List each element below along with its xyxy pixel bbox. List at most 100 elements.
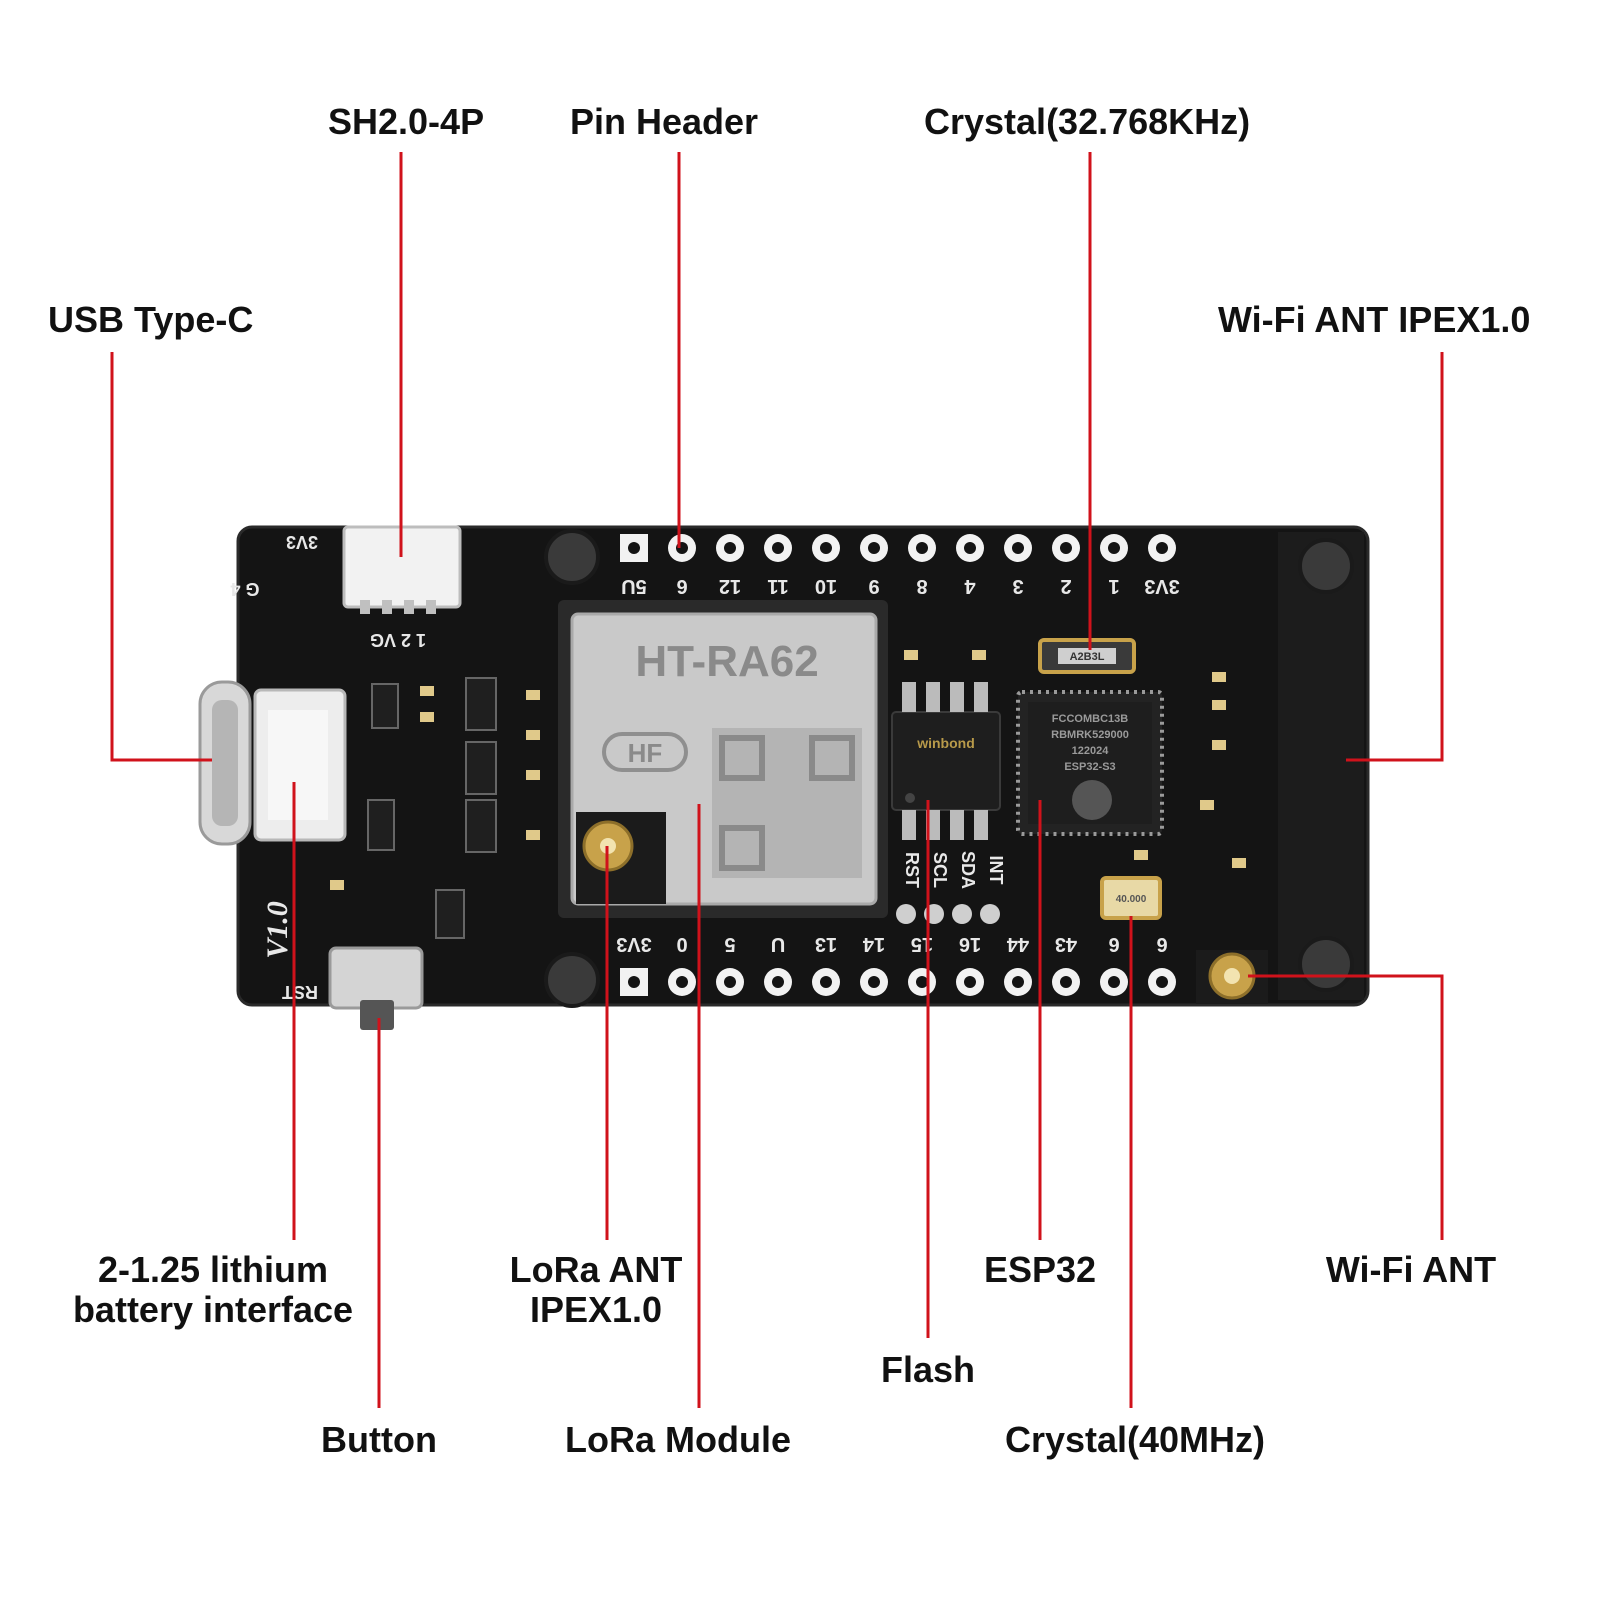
pin-bottom-hole (724, 976, 736, 988)
label-pin-header: Pin Header (570, 101, 759, 142)
pin-labels-top: 5U 6 12 11 10 9 8 4 3 2 1 3V3 (621, 575, 1180, 597)
esp-chip-line4: ESP32-S3 (1064, 761, 1115, 773)
pin-label: 11 (767, 575, 788, 597)
smd-parts (330, 650, 1246, 939)
i2c-label: SDA (958, 851, 978, 889)
pin-label: 15 (911, 933, 933, 955)
pin-label: 44 (1006, 933, 1029, 955)
pin-label: 5U (621, 575, 647, 597)
qr-code (712, 728, 862, 878)
crystal-small-text: A2B3L (1070, 651, 1105, 663)
i2c-pad (896, 904, 916, 924)
crystal-40-text: 40.000 (1116, 894, 1147, 905)
pin-label: 12 (719, 575, 741, 597)
pin-label: 3 (1012, 575, 1023, 597)
pin-top-hole (868, 542, 880, 554)
label-lora-module: LoRa Module (565, 1419, 791, 1460)
flash-chip (891, 711, 1001, 811)
label-usb-c: USB Type-C (48, 299, 254, 340)
pin-bottom-hole (1108, 976, 1120, 988)
pin-bottom-hole (1012, 976, 1024, 988)
pin-label: 43 (1055, 933, 1077, 955)
pin-label: 0 (676, 933, 687, 955)
pin-top-hole (820, 542, 832, 554)
pin-label: 3V3 (616, 933, 652, 955)
pin-label: 8 (916, 575, 927, 597)
rst-silk: RST (282, 982, 318, 1002)
silk-3v3: 3V3 (286, 532, 318, 552)
pin-top-hole (964, 542, 976, 554)
pin-bottom-hole (1060, 976, 1072, 988)
leader-usb-c (110, 352, 212, 762)
pin-label: 6 (1156, 933, 1167, 955)
pin-label: 13 (815, 933, 837, 955)
pin-label: 10 (815, 575, 837, 597)
pin-bottom-hole (820, 976, 832, 988)
pin-header-top (620, 534, 1176, 562)
pin-label: 2 (1060, 575, 1071, 597)
pin-label: 3V3 (1144, 575, 1180, 597)
pin-bottom-hole (1156, 976, 1168, 988)
pin-bottom-hole (628, 976, 640, 988)
pcb-board (198, 525, 1370, 1030)
pin-bottom-hole (868, 976, 880, 988)
pin-top-hole (916, 542, 928, 554)
leader-wifi-ant (1248, 974, 1444, 1240)
label-button: Button (321, 1419, 437, 1460)
i2c-pad (952, 904, 972, 924)
pin-label: 16 (959, 933, 981, 955)
pin-label: 4 (964, 575, 976, 597)
label-battery: 2-1.25 lithium battery interface (68, 1249, 358, 1331)
esp-chip-line2: RBMRK529000 (1051, 729, 1129, 741)
pin-top-hole (772, 542, 784, 554)
pin-label: 6 (676, 575, 687, 597)
esp-chip-line3: 122024 (1072, 745, 1110, 757)
pin-bottom-hole (964, 976, 976, 988)
silk-12vg: 1 2 VG (370, 630, 426, 650)
esp-chip-line1: FCCOMBC13B (1052, 713, 1128, 725)
pin-bottom-hole (916, 976, 928, 988)
pin-top-hole (724, 542, 736, 554)
i2c-label: RST (902, 852, 922, 888)
board-version: V1.0 (261, 901, 294, 959)
lora-chip-badge: HF (628, 738, 663, 768)
pin-label: 5 (724, 933, 735, 955)
label-battery-line1: 2-1.25 lithium (97, 1249, 329, 1290)
i2c-pad (980, 904, 1000, 924)
pin-label: 6 (1108, 933, 1119, 955)
pin-top-hole (1060, 542, 1072, 554)
label-crystal-32k: Crystal(32.768KHz) (924, 101, 1251, 142)
pin-label: U (771, 933, 785, 955)
leader-lines (110, 152, 1444, 1408)
i2c-label: INT (986, 856, 1006, 885)
pin-labels-bottom: 3V3 0 5 U 13 14 15 16 44 43 6 6 (616, 933, 1167, 955)
pin-bottom-hole (772, 976, 784, 988)
i2c-label: SCL (930, 852, 950, 888)
label-crystal-40m: Crystal(40MHz) (1004, 1419, 1266, 1460)
rst-button (328, 946, 424, 1010)
label-lora-ant-line1: LoRa ANT (509, 1249, 683, 1290)
flash-chip-text: winbond (916, 735, 975, 751)
silk-g4: G 4 (230, 579, 259, 599)
pin-label: 14 (862, 933, 885, 955)
pin-top-hole (628, 542, 640, 554)
label-wifi-ipex: Wi-Fi ANT IPEX1.0 (1218, 299, 1531, 340)
pin-label: 1 (1108, 575, 1119, 597)
label-lora-ant: LoRa ANT IPEX1.0 (496, 1249, 696, 1331)
pin-bottom-hole (676, 976, 688, 988)
label-battery-line2: battery interface (72, 1289, 354, 1331)
pin-label: 9 (868, 575, 879, 597)
pin-top-hole (1156, 542, 1168, 554)
pin-header-bottom (620, 968, 1176, 996)
board-texts: HT-RA62 HF winbond FCCOMBC13B RBMRK52900… (230, 532, 1146, 1002)
label-esp32: ESP32 (983, 1249, 1097, 1290)
pin-top-hole (1012, 542, 1024, 554)
antenna-area (1278, 532, 1364, 1000)
label-wifi-ant: Wi-Fi ANT (1325, 1249, 1497, 1290)
pin-top-hole (1108, 542, 1120, 554)
label-lora-ant-line2: IPEX1.0 (529, 1289, 663, 1331)
lora-chip-name: HT-RA62 (635, 637, 818, 686)
leader-wifi-ipex (1346, 352, 1444, 762)
